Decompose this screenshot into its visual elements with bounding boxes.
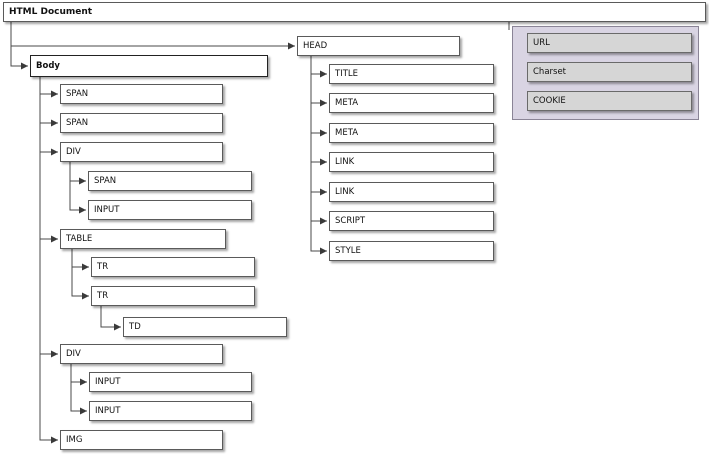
table-child-1: TR [91, 257, 255, 277]
div2-child-1: INPUT [89, 372, 252, 392]
div1-child-1: SPAN [88, 171, 252, 191]
head-child-7: STYLE [329, 241, 494, 261]
root-node: HTML Document [3, 2, 706, 22]
tr-child-1: TD [123, 317, 287, 337]
head-child-5: LINK [329, 182, 494, 202]
head-child-1: TITLE [329, 64, 494, 84]
head-child-3: META [329, 123, 494, 143]
property-item-2: Charset [527, 62, 692, 82]
div2-child-2: INPUT [89, 401, 252, 421]
table-child-2: TR [91, 286, 255, 306]
body-child-3: DIV [60, 142, 223, 162]
div1-child-2: INPUT [88, 200, 252, 220]
body-child-5: DIV [60, 344, 223, 364]
body-node: Body [30, 55, 268, 77]
head-child-4: LINK [329, 152, 494, 172]
property-item-3: COOKIE [527, 91, 692, 111]
head-node: HEAD [297, 36, 460, 56]
body-child-6: IMG [60, 430, 223, 450]
body-child-2: SPAN [60, 113, 223, 133]
head-child-2: META [329, 93, 494, 113]
head-child-6: SCRIPT [329, 211, 494, 231]
body-child-1: SPAN [60, 84, 223, 104]
property-item-1: URL [527, 33, 692, 53]
body-child-4: TABLE [60, 229, 226, 249]
